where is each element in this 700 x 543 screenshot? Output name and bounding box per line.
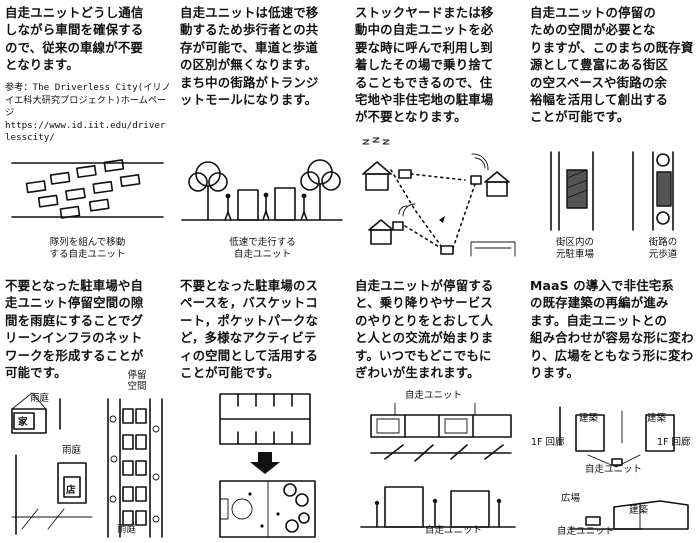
unit-label-top: 自走ユニット — [405, 390, 463, 401]
panel-text: ストックヤードまたは移 動中の自走ユニットを必 要な時に呼んで利用し到 着したそ… — [355, 5, 494, 125]
panel-text: 自走ユニットが停留する と、乗り降りやサービス のやりとりをとおして人 と人との… — [355, 278, 494, 381]
building-left-label: 建築 — [579, 413, 599, 424]
panel-text: 自走ユニットは低速で移 動するため歩行者との共 存が可能で、車道と歩道 の区別が… — [180, 5, 319, 108]
panel-stop-space: 自走ユニットの停留の ための空間が必要とな りますが、このまちの既存資 源として… — [525, 0, 700, 271]
maas-sketch — [559, 406, 689, 530]
panel-text: MaaS の導入で非住宅系 の既存建築の再編が進み ます。自走ユニットとの 組み… — [530, 278, 694, 381]
stop-space-caption-street: 街路の 元歩道 — [648, 237, 678, 260]
unit-bottom-label: 自走ユニット — [557, 526, 615, 537]
panel-text: 不要となった駐車場や自 走ユニット停留空間の隙 間を雨庭にすることでグ リーンイ… — [5, 278, 144, 381]
shop-label: 店 — [66, 485, 76, 496]
building-bottom-label: 建築 — [629, 505, 649, 516]
slow-street-caption: 低速で走行する 自走ユニット — [229, 237, 296, 260]
panel-activities: 不要となった駐車場のス ペースを，バスケットコ ート，ポケットパークな ど，多様… — [175, 271, 350, 543]
rain-garden-label-3: 雨庭 — [117, 524, 137, 535]
platoon-sketch — [11, 159, 164, 219]
interaction-sketch — [360, 402, 516, 528]
unit-label-bottom: 自走ユニット — [425, 525, 483, 536]
panel-interaction: 自走ユニットが停留する と、乗り降りやサービス のやりとりをとおして人 と人との… — [350, 271, 525, 543]
panel-rain-garden: 不要となった駐車場や自 走ユニット停留空間の隙 間を雨庭にすることでグ リーンイ… — [0, 271, 175, 543]
unit-top-label: 自走ユニット — [585, 464, 643, 475]
panel-platoon: 自走ユニットどうし通信 しながら車間を確保する ので、従来の車線が不要 となりま… — [0, 0, 175, 271]
reference-note: 参考：The Driverless City(イリノ イエ科大研究プロジェクト)… — [5, 82, 171, 144]
slow-street-sketch — [181, 159, 343, 221]
panel-maas: MaaS の導入で非住宅系 の既存建築の再編が進み ます。自走ユニットとの 組み… — [525, 271, 700, 543]
panel-text: 自走ユニットどうし通信 しながら車間を確保する ので、従来の車線が不要 となりま… — [5, 5, 144, 73]
rain-garden-label-1: 雨庭 — [30, 393, 50, 404]
activities-sketch — [219, 393, 316, 538]
on-demand-sketch — [362, 137, 516, 257]
corridor-left-label: 1F 回廊 — [531, 437, 565, 448]
stop-space-caption-block: 街区内の 元駐車場 — [555, 237, 594, 260]
platoon-caption: 隊列を組んで移動 する自走ユニット — [49, 237, 126, 260]
house-label: 家 — [18, 417, 28, 428]
panel-slow-street: 自走ユニットは低速で移 動するため歩行者との共 存が可能で、車道と歩道 の区別が… — [175, 0, 350, 271]
stop-space-sketch — [550, 151, 674, 231]
panel-on-demand: ストックヤードまたは移 動中の自走ユニットを必 要な時に呼んで利用し到 着したそ… — [350, 0, 525, 271]
rain-garden-label-2: 雨庭 — [62, 445, 82, 456]
panel-text: 不要となった駐車場のス ペースを，バスケットコ ート，ポケットパークな ど，多様… — [180, 278, 319, 381]
rain-garden-sketch — [11, 392, 163, 538]
building-right-label: 建築 — [647, 413, 667, 424]
stop-space-label: 停留 空間 — [127, 370, 147, 392]
panel-text: 自走ユニットの停留の ための空間が必要とな りますが、このまちの既存資 源として… — [530, 5, 694, 125]
corridor-right-label: 1F 回廊 — [657, 437, 691, 448]
plaza-label: 広場 — [561, 493, 581, 504]
